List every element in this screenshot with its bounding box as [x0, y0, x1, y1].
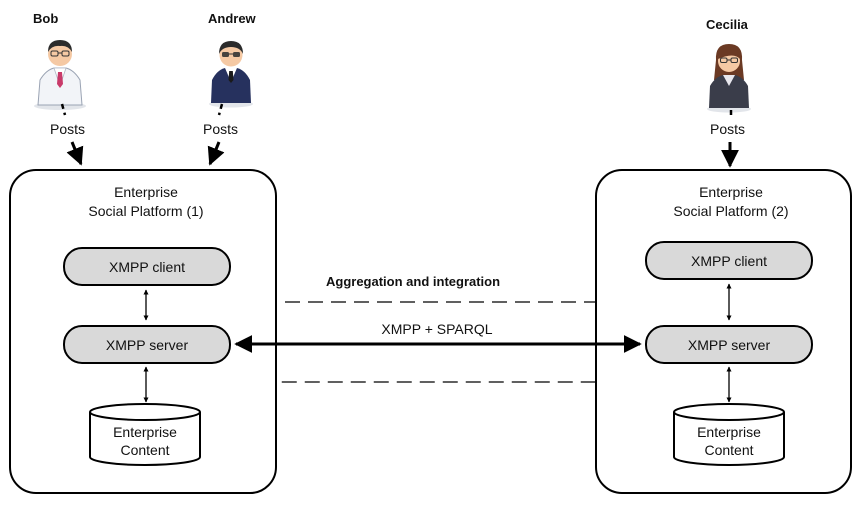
bob-posts-label: Posts [50, 121, 85, 137]
andrew-posts-arrow [207, 141, 225, 166]
platform-2-xmpp-server [645, 325, 813, 364]
user-name-bob: Bob [33, 11, 58, 26]
platform-1: Enterprise Social Platform (1) XMPP clie… [9, 169, 277, 494]
aggregation-label: Aggregation and integration [326, 274, 500, 289]
bob-avatar-icon [34, 40, 86, 110]
platform-2-title-line1: Enterprise [699, 184, 763, 200]
cecilia-posts-label: Posts [710, 121, 745, 137]
platform-1-title-line2: Social Platform (1) [88, 203, 203, 219]
andrew-posts-label: Posts [203, 121, 238, 137]
platform-1-xmpp-client-label: XMPP client [109, 259, 185, 275]
andrew-dashed-connector [217, 103, 224, 116]
cecilia-avatar-icon [707, 44, 751, 113]
bob-dashed-connector [60, 103, 67, 116]
andrew-avatar-icon [209, 41, 253, 108]
platform-1-xmpp-server-label: XMPP server [106, 337, 189, 353]
platform-2-xmpp-server-label: XMPP server [688, 337, 771, 353]
platform-2-title-line2: Social Platform (2) [673, 203, 788, 219]
platform-1-content-line2: Content [120, 442, 169, 458]
platform-2-content-line1: Enterprise [697, 424, 761, 440]
database-icon [673, 403, 785, 466]
platform-1-content-line1: Enterprise [113, 424, 177, 440]
platform-2-xmpp-client-label: XMPP client [691, 253, 767, 269]
user-name-andrew: Andrew [208, 11, 257, 26]
database-icon [89, 403, 201, 466]
bob-posts-arrow [66, 141, 84, 166]
platform-1-title-line1: Enterprise [114, 184, 178, 200]
platform-1-xmpp-server [63, 325, 231, 364]
user-name-cecilia: Cecilia [706, 17, 749, 32]
platform-2: Enterprise Social Platform (2) XMPP clie… [595, 169, 852, 494]
platform-2-content-line2: Content [704, 442, 753, 458]
platform-2-xmpp-client [645, 241, 813, 280]
server-link-label: XMPP + SPARQL [381, 321, 492, 337]
platform-1-xmpp-client [63, 247, 231, 286]
